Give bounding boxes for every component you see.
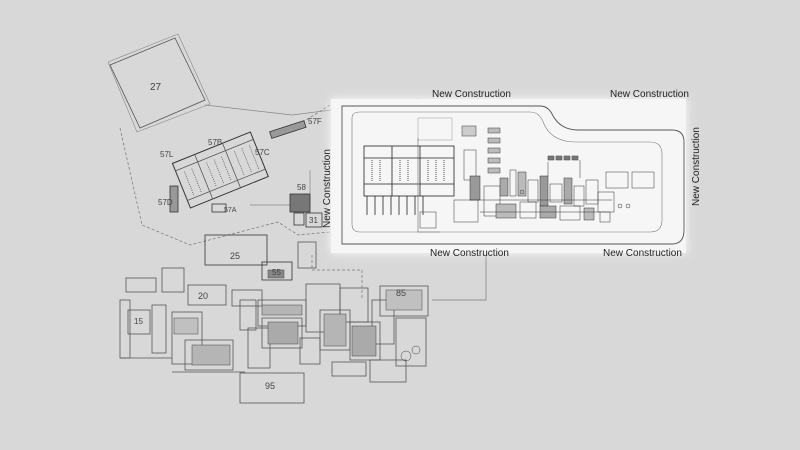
label-20: 20 <box>198 291 208 301</box>
new-construction-label-left-vertical: New Construction <box>322 149 333 228</box>
building-57a <box>211 203 227 213</box>
label-15: 15 <box>134 317 143 326</box>
label-57d: 57D <box>158 198 173 207</box>
building-55 <box>261 261 293 281</box>
building-15 <box>127 309 151 335</box>
building-57d <box>169 185 179 213</box>
label-31: 31 <box>309 216 318 225</box>
building-58 <box>289 193 311 213</box>
building-95 <box>239 372 305 404</box>
new-construction-label-right-vertical: New Construction <box>691 127 702 206</box>
existing-campus <box>107 33 487 404</box>
label-57f: 57F <box>308 117 322 126</box>
label-58: 58 <box>297 183 306 192</box>
building-57 <box>171 131 269 209</box>
building-27 <box>109 37 206 129</box>
label-25: 25 <box>230 251 240 261</box>
new-construction-label-bottom-right: New Construction <box>603 248 682 259</box>
label-57l: 57L <box>160 150 174 159</box>
building-31 <box>305 212 323 228</box>
label-95: 95 <box>265 381 275 391</box>
building-85 <box>379 285 429 317</box>
new-construction-labels: New Construction New Construction New Co… <box>322 89 702 259</box>
existing-detail <box>173 269 423 366</box>
new-construction-area <box>331 99 686 253</box>
label-27: 27 <box>150 82 162 93</box>
new-construction-label-bottom-left: New Construction <box>430 248 509 259</box>
building-labels: 27 57L 57B 57C 57D 57A 57F 58 31 25 55 2… <box>134 82 406 391</box>
label-55: 55 <box>272 268 281 277</box>
building-57f <box>269 120 307 139</box>
label-57b: 57B <box>208 138 222 147</box>
label-85: 85 <box>396 288 406 298</box>
label-57a: 57A <box>224 207 237 214</box>
building-25 <box>204 234 268 266</box>
building-20 <box>187 284 227 306</box>
new-construction-label-top-right: New Construction <box>610 89 689 100</box>
label-57c: 57C <box>255 148 270 157</box>
new-construction-label-top-left: New Construction <box>432 89 511 100</box>
